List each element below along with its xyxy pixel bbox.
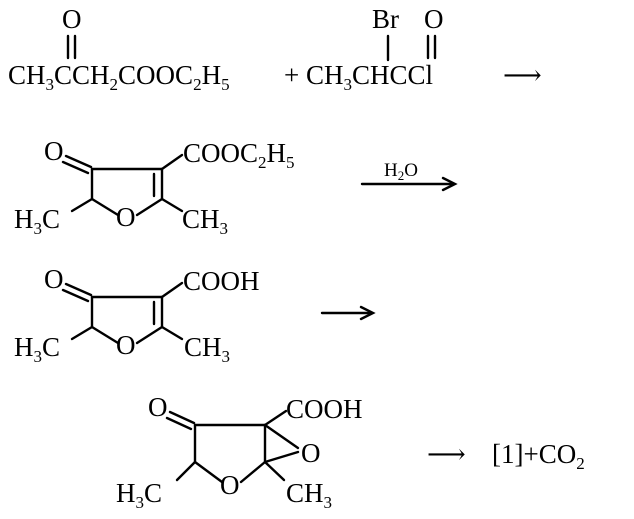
- step4-arrow: ⟶: [427, 439, 466, 469]
- step2-ring-bond-lower-left: [90, 197, 120, 217]
- step2-methyl-bond-left: [70, 197, 94, 213]
- step4-product: ⟶ [1]+CO2: [427, 439, 585, 473]
- step2-ester-bond: [160, 153, 184, 171]
- step3-carbonyl-bond-a: [64, 282, 93, 297]
- step2-reagent-label: H2O: [384, 160, 418, 183]
- substrate2-formula: CH3CHCCl: [306, 60, 433, 94]
- step4-oxo-label: O: [148, 392, 168, 422]
- step1-equation: O CH3CCH2COOC2H5 + Br O CH3CHCCl ⟶: [8, 4, 542, 94]
- step4-ring-bond-lower-left: [193, 460, 224, 484]
- step4-product-label: [1]+CO2: [492, 439, 585, 473]
- step2-right-methyl-label: CH3: [182, 204, 228, 238]
- step4-ring-oxygen-label: O: [220, 470, 240, 500]
- step4-ring-bond-lower-right: [239, 460, 267, 484]
- step3-acid-bond: [160, 281, 184, 299]
- step1-arrow: ⟶: [503, 60, 542, 90]
- step4-methyl-bond-right: [263, 460, 286, 482]
- step4-epoxide-oxygen-label: O: [301, 438, 321, 468]
- step3-oxo-label: O: [44, 264, 64, 294]
- step2-ring-oxygen-label: O: [116, 202, 136, 232]
- substrate2-oxo-label: O: [424, 4, 444, 34]
- step3-methyl-bond-right: [160, 325, 184, 341]
- step4-acid-label: COOH: [286, 394, 363, 424]
- step3-acid-label: COOH: [183, 266, 260, 296]
- substrate1-oxo-label: O: [62, 4, 82, 34]
- step4-epoxide-bond-lower: [263, 450, 300, 464]
- step2-methyl-bond-right: [160, 197, 184, 213]
- step3-left-methyl-label: H3C: [14, 332, 60, 366]
- step2-arrow-head: [441, 176, 458, 192]
- step4-acid-bond: [263, 409, 288, 427]
- step2-reagent: H2O: [360, 160, 458, 192]
- step4-structure: O O COOH O H3C CH3: [116, 392, 363, 512]
- substrate1-formula: CH3CCH2COOC2H5: [8, 60, 230, 94]
- step3-structure: O COOH O H3C CH3: [14, 264, 260, 366]
- step2-oxo-label: O: [44, 136, 64, 166]
- step3-methyl-bond-left: [70, 325, 94, 341]
- step4-carbonyl-bond-a: [168, 410, 196, 425]
- step3-ring-bond-lower-left: [90, 325, 120, 345]
- step4-epoxide-bond-upper: [263, 423, 300, 450]
- step4-right-methyl-label: CH3: [286, 478, 332, 512]
- step3-right-methyl-label: CH3: [184, 332, 230, 366]
- step4-methyl-bond-left: [175, 460, 197, 482]
- substrate2-bromine-label: Br: [372, 4, 399, 34]
- step3-ring-bond-lower-right: [135, 325, 164, 345]
- step2-carbonyl-bond-b: [61, 160, 90, 175]
- step2-structure: O COOC2H5 O H3C CH3: [14, 136, 295, 238]
- step4-left-methyl-label: H3C: [116, 478, 162, 512]
- step4-carbonyl-bond-b: [165, 416, 193, 431]
- step2-left-methyl-label: H3C: [14, 204, 60, 238]
- step2-carbonyl-bond-a: [64, 154, 93, 169]
- step3-arrow-head: [359, 305, 376, 321]
- step3-carbonyl-bond-b: [61, 288, 90, 303]
- step2-ring-bond-lower-right: [135, 197, 164, 217]
- step2-ester-label: COOC2H5: [183, 138, 295, 172]
- plus-sign: +: [284, 60, 299, 90]
- step3-arrow: [320, 305, 376, 321]
- step3-ring-oxygen-label: O: [116, 330, 136, 360]
